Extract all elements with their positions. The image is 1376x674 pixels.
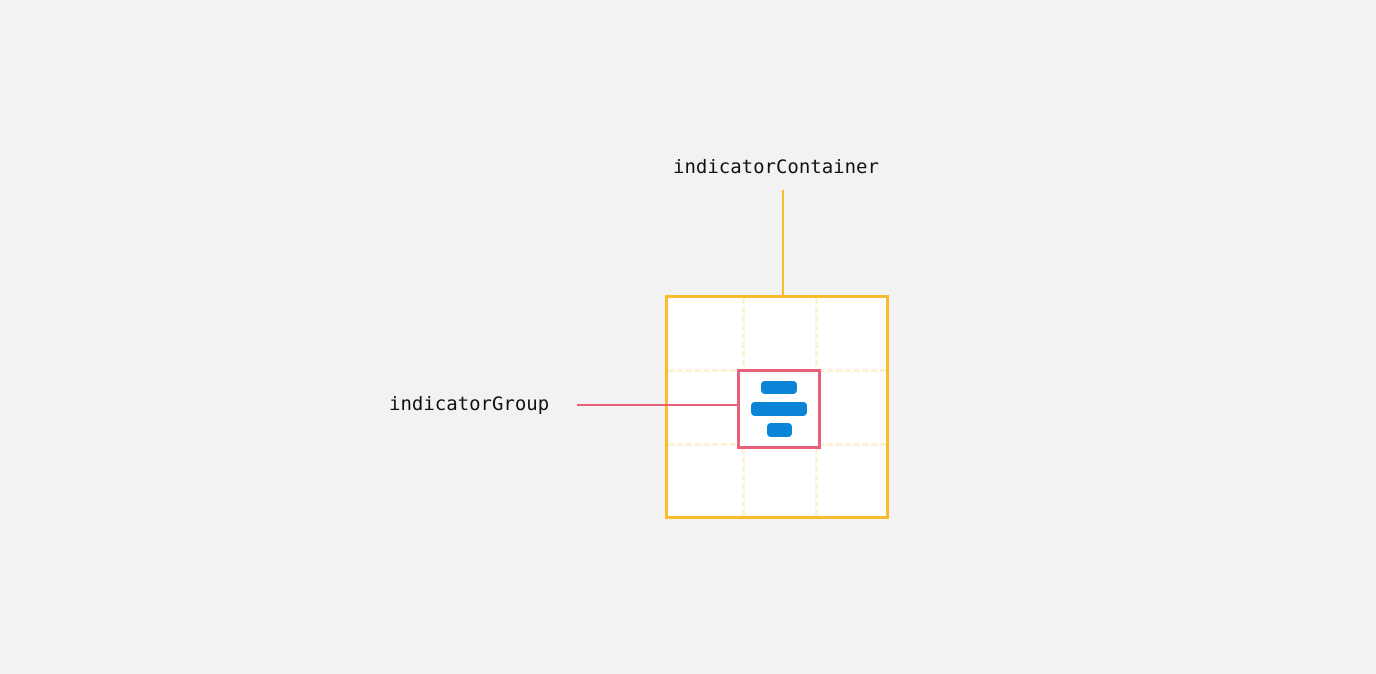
indicator-bar-top <box>761 381 797 394</box>
indicator-container-label: indicatorContainer <box>673 156 879 178</box>
indicator-bar-bottom <box>767 423 792 437</box>
indicator-bar-middle <box>751 402 807 416</box>
indicator-container-leader-line <box>782 190 784 296</box>
indicator-group-label: indicatorGroup <box>389 393 550 415</box>
indicator-group-leader-line <box>577 404 738 406</box>
